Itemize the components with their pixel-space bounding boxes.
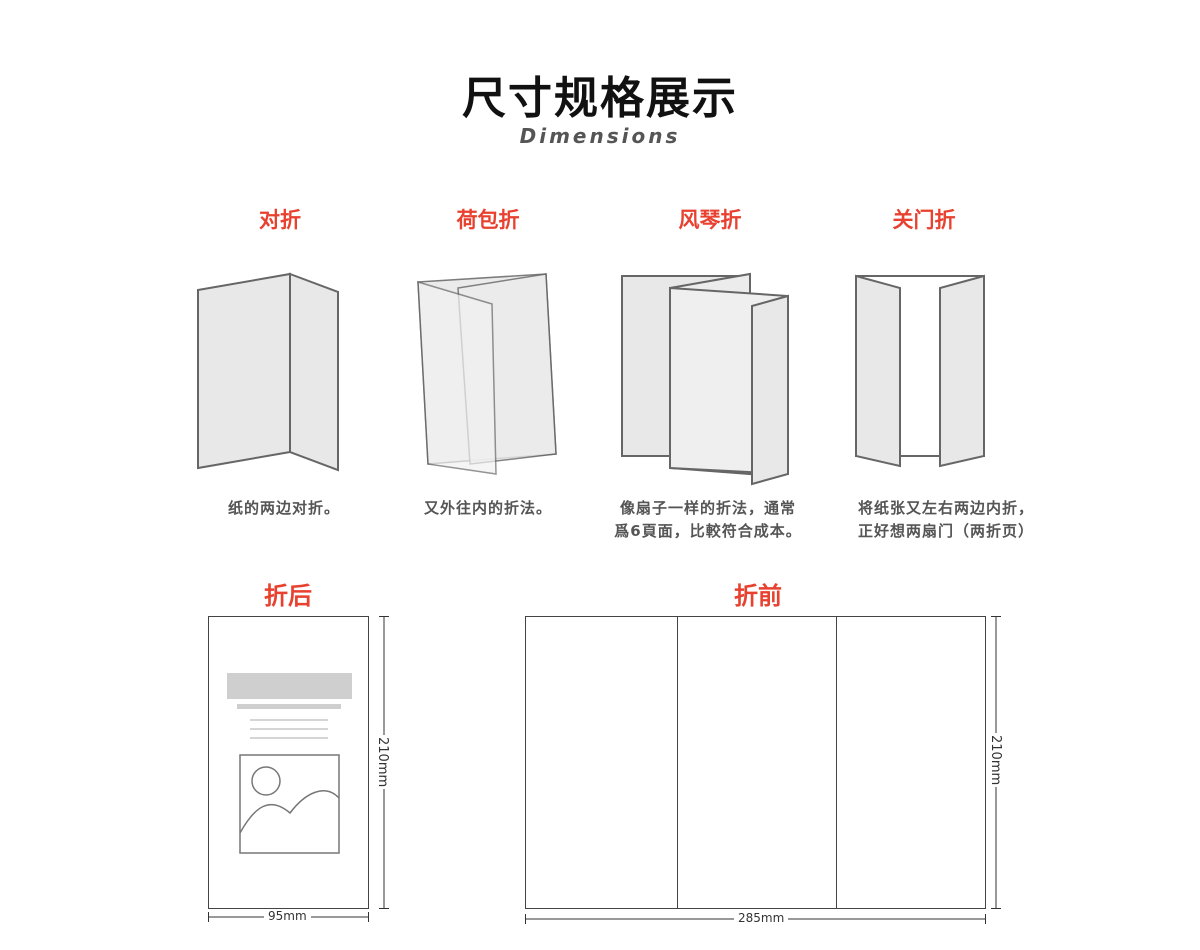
- page-subtitle: Dimensions: [519, 124, 681, 148]
- fold-desc-roll: 又外往内的折法。: [423, 499, 552, 517]
- fold-desc-bi: 纸的两边对折。: [227, 499, 340, 517]
- after-height-label: 210mm: [375, 735, 390, 790]
- subhead-placeholder: [237, 704, 341, 709]
- before-fold-title: 折前: [734, 582, 782, 610]
- fold-name-roll: 荷包折: [456, 208, 520, 232]
- before-fold-diagram: [525, 616, 1001, 924]
- after-width-label: 95mm: [264, 909, 311, 923]
- gate-fold-icon: [855, 274, 985, 468]
- bi-fold-icon: [197, 272, 339, 472]
- before-height-label: 210mm: [988, 733, 1003, 788]
- fold-desc-accordion: 像扇子一样的折法，通常 爲6頁面，比較符合成本。: [614, 499, 802, 540]
- before-width-label: 285mm: [734, 911, 789, 925]
- page-title: 尺寸规格展示: [462, 73, 738, 124]
- after-fold-title: 折后: [264, 582, 312, 610]
- fold-desc-gate: 将纸张又左右两边内折， 正好想两扇门（两折页）: [857, 499, 1034, 540]
- image-placeholder-icon: [239, 754, 340, 854]
- fold-name-bi: 对折: [259, 208, 301, 232]
- after-fold-diagram: [208, 616, 389, 922]
- fold-name-gate: 关门折: [892, 208, 956, 232]
- fold-name-accordion: 风琴折: [678, 208, 742, 232]
- roll-fold-icon: [417, 273, 557, 475]
- headline-placeholder: [227, 673, 352, 699]
- accordion-fold-icon: [621, 272, 789, 486]
